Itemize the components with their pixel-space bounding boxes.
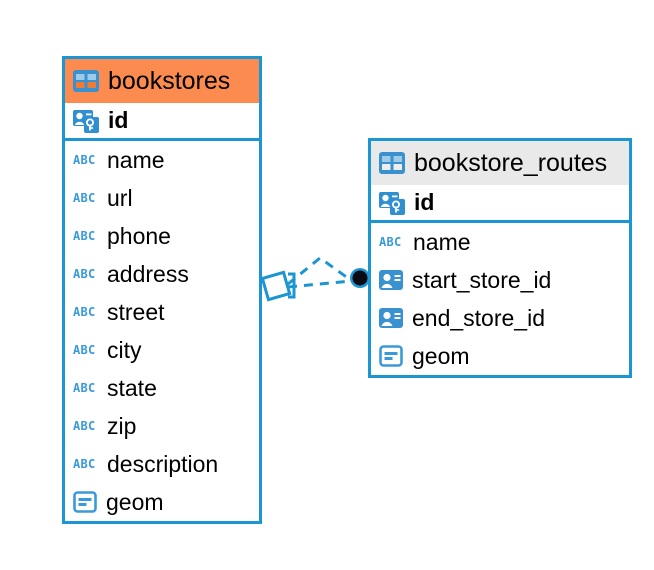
table-icon xyxy=(379,152,405,174)
field-row-description[interactable]: ABC description xyxy=(65,445,259,483)
abc-text-icon: ABC xyxy=(73,381,98,395)
relationship-line-upper xyxy=(287,256,353,286)
svg-text:ABC: ABC xyxy=(73,305,96,319)
abc-text-icon: ABC xyxy=(379,235,404,249)
field-label: name xyxy=(413,228,471,255)
geometry-icon xyxy=(379,345,403,367)
abc-text-icon: ABC xyxy=(73,343,98,357)
field-row-city[interactable]: ABC city xyxy=(65,331,259,369)
field-row-street[interactable]: ABC street xyxy=(65,293,259,331)
field-row-start-store-id[interactable]: start_store_id xyxy=(371,261,629,299)
geometry-icon xyxy=(73,491,97,513)
field-label: address xyxy=(107,260,189,287)
svg-text:ABC: ABC xyxy=(73,419,96,433)
abc-text-icon: ABC xyxy=(73,419,98,433)
field-label: phone xyxy=(107,222,171,249)
abc-text-icon: ABC xyxy=(73,191,98,205)
abc-text-icon: ABC xyxy=(73,457,98,471)
field-row-geom[interactable]: geom xyxy=(65,483,259,521)
abc-text-icon: ABC xyxy=(73,229,98,243)
field-label: id xyxy=(108,107,129,133)
field-label: description xyxy=(107,450,219,477)
rotated-square-bracket xyxy=(288,272,296,299)
field-label: geom xyxy=(412,342,470,369)
entity-bookstores[interactable]: bookstores id xyxy=(62,56,262,524)
field-label: name xyxy=(107,146,165,173)
field-label: city xyxy=(107,336,142,363)
entity-bookstore-routes[interactable]: bookstore_routes id xyxy=(368,138,632,378)
field-label: street xyxy=(107,298,165,325)
svg-text:ABC: ABC xyxy=(73,191,96,205)
svg-text:ABC: ABC xyxy=(73,343,96,357)
field-row-id[interactable]: id xyxy=(371,185,629,223)
field-row-url[interactable]: ABC url xyxy=(65,179,259,217)
entity-title: bookstores xyxy=(108,66,231,95)
filled-circle-marker-ring xyxy=(350,268,370,288)
abc-text-icon: ABC xyxy=(73,267,98,281)
entity-title: bookstore_routes xyxy=(414,148,608,177)
svg-text:ABC: ABC xyxy=(73,457,96,471)
relationship-line-lower xyxy=(287,279,353,289)
field-row-id[interactable]: id xyxy=(65,103,259,141)
foreign-key-icon xyxy=(379,270,403,290)
svg-text:ABC: ABC xyxy=(379,235,402,249)
field-label: end_store_id xyxy=(412,304,545,331)
field-label: geom xyxy=(106,488,164,515)
table-icon xyxy=(73,70,99,92)
svg-text:ABC: ABC xyxy=(73,267,96,281)
field-row-zip[interactable]: ABC zip xyxy=(65,407,259,445)
field-row-geom[interactable]: geom xyxy=(371,337,629,375)
primary-key-icon xyxy=(379,191,405,215)
rotated-square-marker xyxy=(260,270,292,302)
field-label: state xyxy=(107,374,157,401)
field-row-name[interactable]: ABC name xyxy=(65,141,259,179)
field-row-state[interactable]: ABC state xyxy=(65,369,259,407)
filled-circle-marker xyxy=(352,270,368,286)
field-row-end-store-id[interactable]: end_store_id xyxy=(371,299,629,337)
field-label: id xyxy=(414,189,435,215)
foreign-key-icon xyxy=(379,308,403,328)
svg-text:ABC: ABC xyxy=(73,229,96,243)
primary-key-icon xyxy=(73,109,99,133)
abc-text-icon: ABC xyxy=(73,305,98,319)
entity-header-bookstores[interactable]: bookstores xyxy=(65,59,259,103)
field-row-address[interactable]: ABC address xyxy=(65,255,259,293)
field-label: url xyxy=(107,184,133,211)
field-label: start_store_id xyxy=(412,266,552,293)
svg-text:ABC: ABC xyxy=(73,381,96,395)
field-label: zip xyxy=(107,412,137,439)
svg-text:ABC: ABC xyxy=(73,153,96,167)
entity-header-bookstore-routes[interactable]: bookstore_routes xyxy=(371,141,629,185)
field-row-phone[interactable]: ABC phone xyxy=(65,217,259,255)
field-row-name[interactable]: ABC name xyxy=(371,223,629,261)
abc-text-icon: ABC xyxy=(73,153,98,167)
